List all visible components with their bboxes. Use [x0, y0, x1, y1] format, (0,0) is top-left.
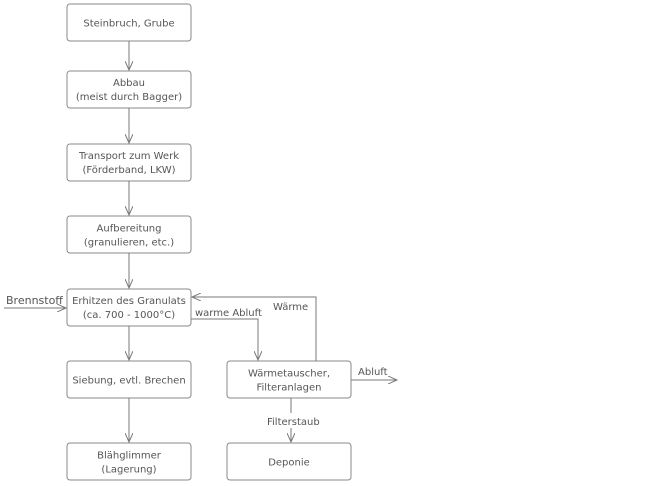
- box-waermetauscher-title: Wärmetauscher,: [248, 369, 330, 380]
- box-erhitzen: Erhitzen des Granulats (ca. 700 - 1000°C…: [66, 288, 192, 327]
- box-steinbruch: Steinbruch, Grube: [66, 3, 192, 42]
- box-transport-title: Transport zum Werk: [78, 151, 179, 162]
- label-warme-abluft: warme Abluft: [195, 308, 262, 319]
- box-abbau-title: Abbau: [113, 78, 145, 89]
- box-deponie: Deponie: [226, 442, 352, 481]
- box-erhitzen-subtitle: (ca. 700 - 1000°C): [83, 310, 175, 321]
- box-steinbruch-label: Steinbruch, Grube: [83, 19, 174, 30]
- box-abbau: Abbau (meist durch Bagger): [66, 70, 192, 109]
- box-transport: Transport zum Werk (Förderband, LKW): [66, 143, 192, 182]
- box-blaehglimmer: Blähglimmer (Lagerung): [66, 442, 192, 481]
- box-transport-subtitle: (Förderband, LKW): [82, 165, 175, 176]
- label-abluft: Abluft: [358, 367, 388, 378]
- label-brennstoff: Brennstoff: [6, 294, 63, 307]
- label-waerme: Wärme: [273, 302, 308, 313]
- arrow-waerme-return: [192, 297, 317, 361]
- box-aufbereitung: Aufbereitung (granulieren, etc.): [66, 215, 192, 254]
- box-blaehglimmer-subtitle: (Lagerung): [101, 465, 156, 476]
- box-siebung-label: Siebung, evtl. Brechen: [72, 376, 185, 387]
- box-aufbereitung-title: Aufbereitung: [97, 224, 162, 235]
- arrow-warme-abluft: [191, 318, 258, 360]
- box-erhitzen-title: Erhitzen des Granulats: [72, 296, 186, 307]
- box-abbau-subtitle: (meist durch Bagger): [76, 92, 182, 103]
- box-aufbereitung-subtitle: (granulieren, etc.): [84, 238, 174, 249]
- box-waermetauscher-subtitle: Filteranlagen: [257, 383, 322, 394]
- label-filterstaub: Filterstaub: [267, 417, 320, 428]
- box-blaehglimmer-title: Blähglimmer: [97, 451, 162, 462]
- box-deponie-label: Deponie: [268, 458, 310, 469]
- box-siebung: Siebung, evtl. Brechen: [66, 360, 192, 399]
- box-waermetauscher: Wärmetauscher, Filteranlagen: [226, 360, 352, 399]
